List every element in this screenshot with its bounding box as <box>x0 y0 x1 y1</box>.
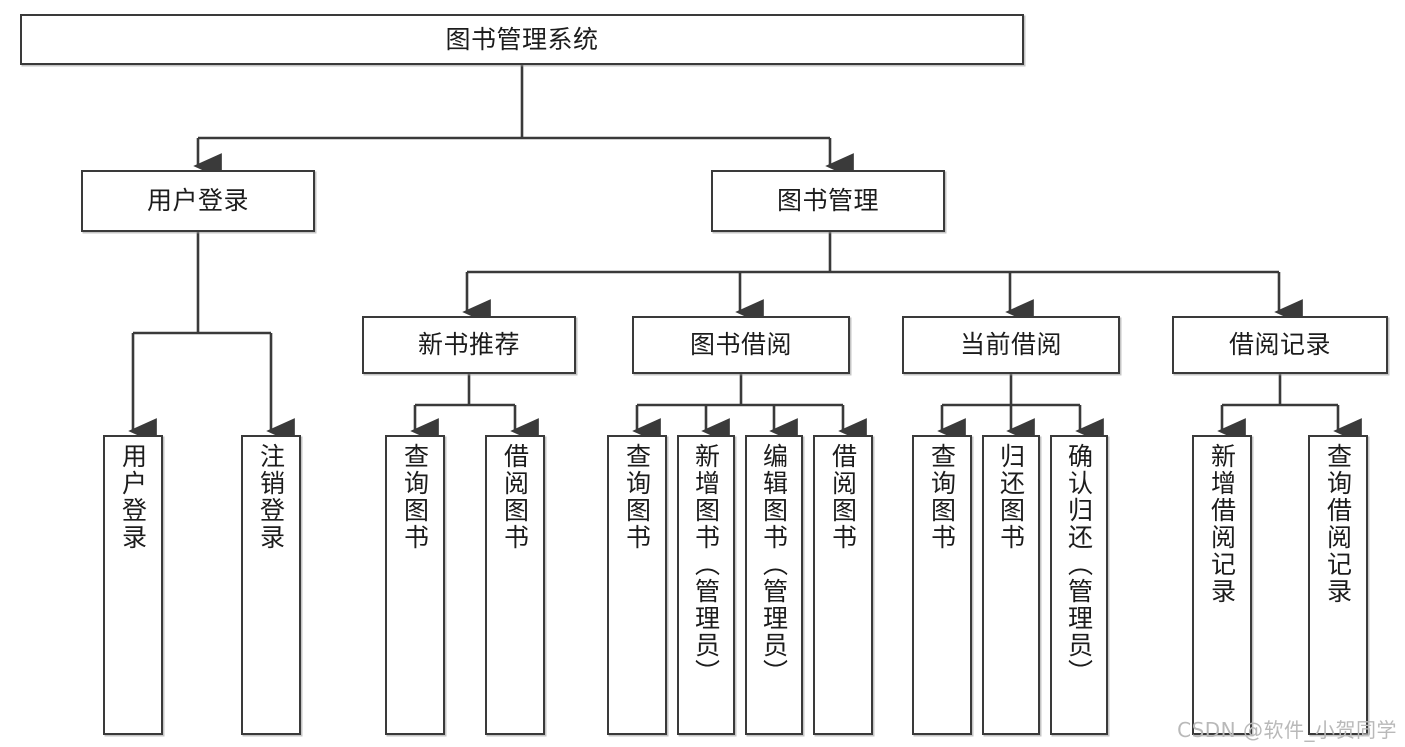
node-book-management[interactable]: 图书管理 <box>711 170 945 232</box>
node-leaf-borrow-book[interactable]: 借阅图书 <box>813 435 873 735</box>
node-label: 用户登录 <box>118 443 148 551</box>
node-leaf-add-book-admin[interactable]: 新增图书（管理员） <box>677 435 735 735</box>
node-borrow-record[interactable]: 借阅记录 <box>1172 316 1388 374</box>
node-book-borrow[interactable]: 图书借阅 <box>632 316 850 374</box>
node-current-borrow[interactable]: 当前借阅 <box>902 316 1120 374</box>
node-leaf-add-borrow-record[interactable]: 新增借阅记录 <box>1192 435 1252 735</box>
node-label: 查询图书 <box>927 443 957 551</box>
node-leaf-borrow-book-recommend[interactable]: 借阅图书 <box>485 435 545 735</box>
node-label: 查询借阅记录 <box>1323 443 1353 605</box>
csdn-watermark: CSDN @软件_小贺同学 <box>1177 718 1397 742</box>
node-leaf-confirm-return-admin[interactable]: 确认归还（管理员） <box>1050 435 1108 735</box>
node-leaf-query-book-current[interactable]: 查询图书 <box>912 435 972 735</box>
node-label: 注销登录 <box>256 443 286 551</box>
node-leaf-return-book[interactable]: 归还图书 <box>982 435 1040 735</box>
node-label: 用户登录 <box>146 186 249 216</box>
node-label: 编辑图书（管理员） <box>759 443 789 686</box>
node-label: 归还图书 <box>996 443 1026 551</box>
node-label: 查询图书 <box>400 443 430 551</box>
node-label: 新增图书（管理员） <box>691 443 721 686</box>
node-label: 图书管理 <box>776 186 879 216</box>
node-label: 图书管理系统 <box>445 24 599 54</box>
node-leaf-query-book-borrow[interactable]: 查询图书 <box>607 435 667 735</box>
node-leaf-query-borrow-record[interactable]: 查询借阅记录 <box>1308 435 1368 735</box>
node-label: 确认归还（管理员） <box>1064 443 1094 686</box>
node-label: 借阅图书 <box>500 443 530 551</box>
node-user-login[interactable]: 用户登录 <box>81 170 315 232</box>
node-label: 图书借阅 <box>689 330 792 360</box>
node-label: 新增借阅记录 <box>1207 443 1237 605</box>
node-label: 查询图书 <box>622 443 652 551</box>
node-label: 新书推荐 <box>417 330 520 360</box>
node-leaf-user-login[interactable]: 用户登录 <box>103 435 163 735</box>
node-root-book-management-system[interactable]: 图书管理系统 <box>20 14 1024 65</box>
node-label: 借阅图书 <box>828 443 858 551</box>
node-new-book-recommend[interactable]: 新书推荐 <box>362 316 576 374</box>
node-label: 当前借阅 <box>959 330 1062 360</box>
node-label: 借阅记录 <box>1228 330 1331 360</box>
node-leaf-edit-book-admin[interactable]: 编辑图书（管理员） <box>745 435 803 735</box>
node-leaf-logout[interactable]: 注销登录 <box>241 435 301 735</box>
node-leaf-query-book-recommend[interactable]: 查询图书 <box>385 435 445 735</box>
